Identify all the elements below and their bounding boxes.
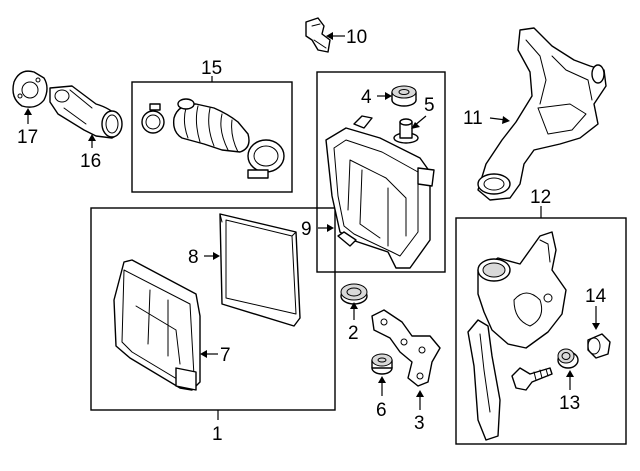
part-seal-2 bbox=[340, 283, 368, 305]
part-sensor-10 bbox=[305, 17, 331, 53]
callout-9: 9 bbox=[301, 219, 312, 240]
part-housing-lower-9 bbox=[325, 115, 435, 269]
callout-7: 7 bbox=[220, 345, 231, 366]
callout-12: 12 bbox=[530, 187, 551, 208]
part-housing-upper-7 bbox=[113, 259, 201, 391]
callout-17: 17 bbox=[17, 127, 38, 148]
callout-1: 1 bbox=[212, 424, 223, 445]
leader-lines bbox=[24, 32, 600, 420]
callout-2: 2 bbox=[348, 323, 359, 344]
part-resonator-12 bbox=[467, 231, 567, 441]
group-box-9 bbox=[316, 71, 446, 273]
callout-6: 6 bbox=[376, 400, 387, 421]
part-snorkel-11 bbox=[477, 27, 607, 201]
part-intake-hose-15 bbox=[141, 98, 285, 179]
callout-15: 15 bbox=[201, 58, 222, 79]
part-fitting-5 bbox=[393, 118, 419, 144]
part-bracket-3 bbox=[371, 309, 441, 387]
callout-4: 4 bbox=[361, 87, 372, 108]
part-grommet-6 bbox=[371, 353, 393, 375]
callout-3: 3 bbox=[414, 413, 425, 434]
part-grommet-4 bbox=[391, 85, 417, 107]
callout-13: 13 bbox=[559, 393, 580, 414]
part-bolt bbox=[511, 367, 553, 391]
part-filter-8 bbox=[219, 213, 301, 327]
part-collar-13 bbox=[557, 348, 579, 369]
callout-10: 10 bbox=[346, 27, 367, 48]
part-cap-14 bbox=[587, 333, 611, 359]
part-duct-elbow-16 bbox=[49, 85, 123, 139]
group-box-1 bbox=[90, 207, 336, 411]
callout-5: 5 bbox=[424, 95, 435, 116]
callout-8: 8 bbox=[188, 247, 199, 268]
part-gasket-17 bbox=[12, 70, 48, 108]
callout-16: 16 bbox=[80, 151, 101, 172]
callout-11: 11 bbox=[463, 108, 483, 129]
callout-14: 14 bbox=[585, 286, 607, 307]
